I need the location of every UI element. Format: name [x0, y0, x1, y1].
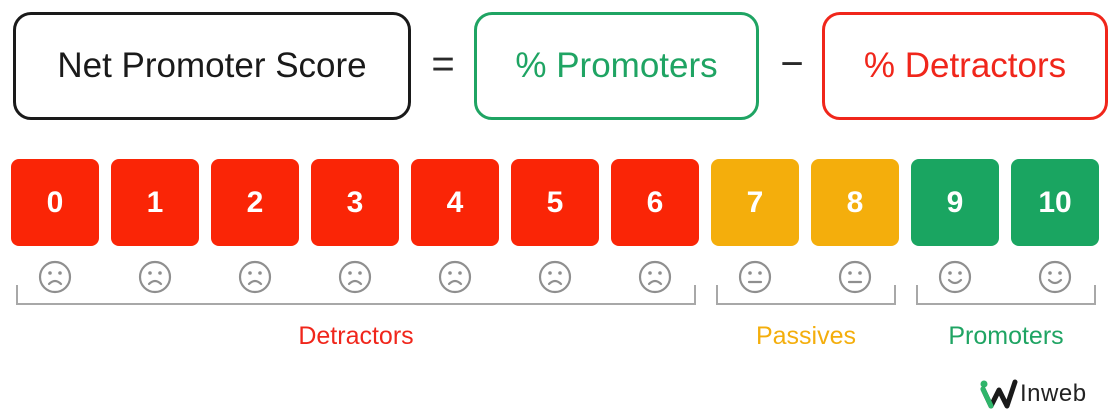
score-tile-8: 8	[811, 159, 899, 246]
score-tile-2: 2	[211, 159, 299, 246]
inweb-logo: Inweb	[980, 376, 1087, 412]
score-value: 2	[246, 185, 264, 219]
promoters-formula-box: % Promoters	[474, 12, 759, 120]
detractors-bracket	[16, 285, 696, 305]
score-tile-5: 5	[511, 159, 599, 246]
neutral-face-icon	[738, 260, 772, 294]
passives-group-label: Passives	[755, 322, 857, 350]
score-value: 1	[146, 185, 164, 219]
nps-formula-box: Net Promoter Score	[13, 12, 411, 120]
sad-face-icon	[38, 260, 72, 294]
inweb-w-logo-icon	[980, 379, 1018, 409]
sad-face-icon	[238, 260, 272, 294]
score-value: 0	[46, 185, 64, 219]
minus-sign: −	[780, 42, 804, 86]
score-value: 5	[546, 185, 564, 219]
promoters-group-label: Promoters	[948, 322, 1064, 350]
logo-text: Inweb	[1020, 380, 1087, 407]
promoters-percent-label: % Promoters	[515, 46, 718, 85]
promoters-bracket	[916, 285, 1096, 305]
sad-face-icon	[338, 260, 372, 294]
happy-face-icon	[938, 260, 972, 294]
score-value: 10	[1038, 185, 1072, 219]
score-tile-7: 7	[711, 159, 799, 246]
score-tile-9: 9	[911, 159, 999, 246]
detractors-group-label: Detractors	[298, 322, 414, 350]
score-value: 7	[746, 185, 764, 219]
score-value: 8	[846, 185, 864, 219]
score-tile-1: 1	[111, 159, 199, 246]
score-tile-4: 4	[411, 159, 499, 246]
neutral-face-icon	[838, 260, 872, 294]
sad-face-icon	[438, 260, 472, 294]
score-tile-6: 6	[611, 159, 699, 246]
sad-face-icon	[538, 260, 572, 294]
score-tile-0: 0	[11, 159, 99, 246]
passives-bracket	[716, 285, 896, 305]
score-tile-10: 10	[1011, 159, 1099, 246]
detractors-formula-box: % Detractors	[822, 12, 1108, 120]
score-value: 4	[446, 185, 464, 219]
score-value: 6	[646, 185, 664, 219]
score-tile-3: 3	[311, 159, 399, 246]
score-value: 3	[346, 185, 364, 219]
score-value: 9	[946, 185, 964, 219]
nps-label: Net Promoter Score	[57, 46, 367, 85]
sad-face-icon	[638, 260, 672, 294]
sad-face-icon	[138, 260, 172, 294]
detractors-percent-label: % Detractors	[863, 46, 1067, 85]
happy-face-icon	[1038, 260, 1072, 294]
equals-sign: =	[431, 42, 455, 86]
